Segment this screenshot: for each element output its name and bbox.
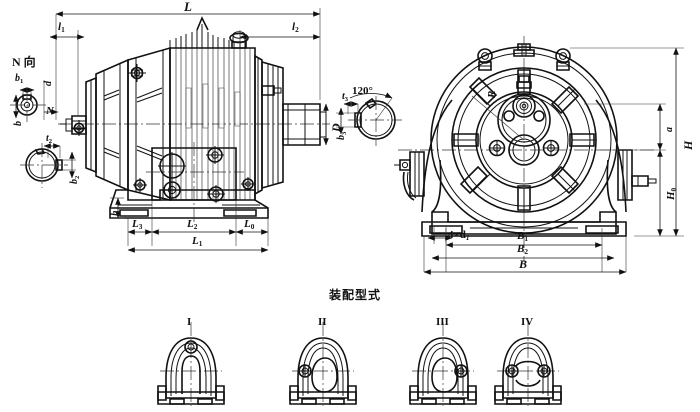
dim-label-l2: l2: [292, 21, 299, 35]
assembly-type-ii-label: II: [318, 316, 327, 328]
breather-top: [513, 43, 535, 57]
bolt-boss-lower: [71, 120, 87, 136]
dim-label-L2: L2: [187, 218, 198, 232]
side-fitting-right: [617, 149, 657, 201]
dimension-lines-end: [423, 47, 684, 275]
assembly-type-iii-label: III: [436, 316, 449, 328]
dim-label-b: b: [13, 121, 24, 126]
plate-bolt-b: [207, 185, 225, 203]
assembly-types-title: 装配型式: [329, 288, 382, 302]
detail-input-shaft-section: [20, 143, 76, 188]
dim-label-b1: b1: [15, 73, 24, 85]
dim-label-t3: t3: [342, 91, 349, 103]
dim-label-B2: B2: [517, 243, 528, 257]
bolt-boss-upper: [128, 64, 146, 82]
dim-label-B: B: [519, 257, 528, 271]
dim-label-L: L: [184, 0, 192, 14]
lifting-eye-left: [477, 48, 493, 71]
assembly-type-i-label: I: [187, 316, 192, 328]
dim-label-d: d: [43, 81, 54, 86]
side-fitting-left: [394, 151, 425, 201]
detail-output-shaft-section: [336, 92, 402, 146]
assembly-type-iv-figure: [494, 322, 562, 406]
dim-label-l1: l1: [58, 21, 65, 35]
dim-label-a: a: [664, 127, 675, 132]
main-side-elevation: [58, 16, 330, 224]
angle-label-120deg: 120°: [352, 85, 373, 97]
assembly-type-ii-figure: [289, 322, 357, 406]
dim-label-R: R: [486, 90, 498, 98]
plate-bolt-a: [206, 146, 224, 164]
view-note-n-direction: N 向: [12, 55, 36, 69]
breather-inner: [516, 75, 532, 89]
assembly-type-iii-figure: [409, 322, 477, 406]
dim-label-H0: H0: [665, 187, 679, 200]
dim-label-N: N: [46, 105, 54, 117]
assembly-type-i-figure: [157, 322, 225, 406]
dim-label-t2: t2: [46, 133, 53, 145]
dim-label-B1: B1: [517, 230, 528, 244]
foot-bolt-left: [133, 178, 147, 192]
assembly-type-iv-label: IV: [521, 316, 534, 328]
dim-label-L3: L3: [132, 218, 143, 232]
dim-label-D: D: [329, 123, 343, 132]
dim-label-b3: b3: [336, 131, 348, 140]
callout-4xd1: 4×d1: [448, 229, 470, 243]
detail-n-direction: [10, 80, 59, 122]
dim-label-L0: L0: [244, 218, 255, 232]
dimension-lines-main: [49, 8, 329, 253]
dim-label-H: H: [681, 140, 695, 150]
dim-label-L1: L1: [192, 235, 203, 249]
foot-bolt-right: [241, 177, 255, 191]
dim-label-h: h: [110, 210, 121, 216]
main-end-elevation: [394, 36, 657, 262]
dim-label-b2: b2: [69, 175, 81, 184]
lifting-eye-right: [555, 48, 571, 71]
assembly-type-figures: [157, 322, 562, 406]
